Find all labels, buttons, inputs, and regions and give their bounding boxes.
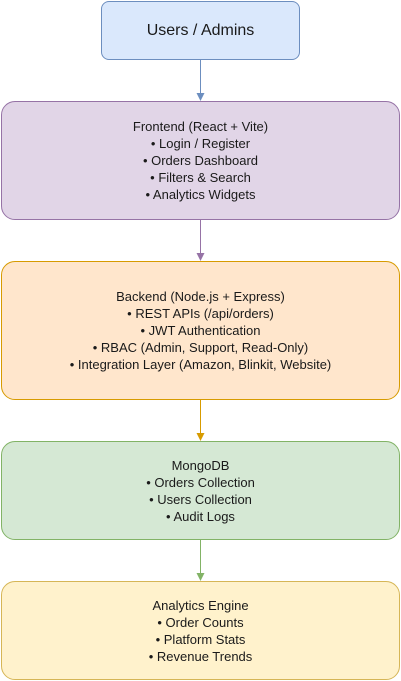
mongodb-title: MongoDB bbox=[171, 457, 230, 473]
frontend-item-login-register: • Login / Register bbox=[150, 136, 251, 151]
analytics-node-text: Analytics Engine • Order Counts • Platfo… bbox=[149, 597, 253, 665]
edge-frontend-backend bbox=[196, 220, 205, 261]
backend-item-jwt-auth: • JWT Authentication bbox=[140, 323, 261, 338]
frontend-title: Frontend (React + Vite) bbox=[132, 119, 269, 134]
frontend-item-filters-search: • Filters & Search bbox=[150, 170, 251, 185]
mongodb-item-orders-collection: • Orders Collection bbox=[146, 474, 255, 490]
edge-users-frontend-arrowhead bbox=[196, 93, 205, 101]
backend-node[interactable]: Backend (Node.js + Express) • REST APIs … bbox=[1, 261, 400, 400]
frontend-node[interactable]: Frontend (React + Vite) • Login / Regist… bbox=[1, 101, 400, 220]
edge-users-frontend bbox=[196, 60, 205, 101]
backend-item-integration-layer: • Integration Layer (Amazon, Blinkit, We… bbox=[69, 357, 332, 372]
users-admins-node[interactable]: Users / Admins bbox=[101, 1, 300, 60]
mongodb-item-users-collection: • Users Collection bbox=[149, 491, 252, 507]
users-admins-node-text: Users / Admins bbox=[147, 21, 255, 41]
mongodb-node[interactable]: MongoDB • Orders Collection • Users Coll… bbox=[1, 441, 400, 540]
analytics-title: Analytics Engine bbox=[152, 597, 249, 613]
backend-node-text: Backend (Node.js + Express) • REST APIs … bbox=[70, 288, 332, 373]
analytics-item-platform-stats: • Platform Stats bbox=[155, 631, 246, 647]
mongodb-node-text: MongoDB • Orders Collection • Users Coll… bbox=[146, 457, 255, 525]
frontend-node-text: Frontend (React + Vite) • Login / Regist… bbox=[133, 118, 268, 203]
backend-item-rbac: • RBAC (Admin, Support, Read-Only) bbox=[92, 340, 309, 355]
backend-item-rest-apis: • REST APIs (/api/orders) bbox=[127, 306, 274, 321]
users-admins-title: Users / Admins bbox=[146, 21, 255, 39]
analytics-item-revenue-trends: • Revenue Trends bbox=[148, 648, 253, 664]
frontend-item-orders-dashboard: • Orders Dashboard bbox=[142, 153, 259, 168]
edge-backend-mongodb bbox=[196, 400, 205, 441]
edge-mongodb-analytics bbox=[196, 540, 205, 581]
edge-mongodb-analytics-arrowhead bbox=[196, 573, 205, 581]
frontend-item-analytics-widgets: • Analytics Widgets bbox=[145, 187, 256, 202]
analytics-engine-node[interactable]: Analytics Engine • Order Counts • Platfo… bbox=[1, 581, 400, 680]
backend-title: Backend (Node.js + Express) bbox=[116, 289, 285, 304]
analytics-item-order-counts: • Order Counts bbox=[157, 614, 244, 630]
mongodb-item-audit-logs: • Audit Logs bbox=[166, 508, 235, 524]
edge-frontend-backend-arrowhead bbox=[196, 253, 205, 261]
edge-backend-mongodb-arrowhead bbox=[196, 433, 205, 441]
